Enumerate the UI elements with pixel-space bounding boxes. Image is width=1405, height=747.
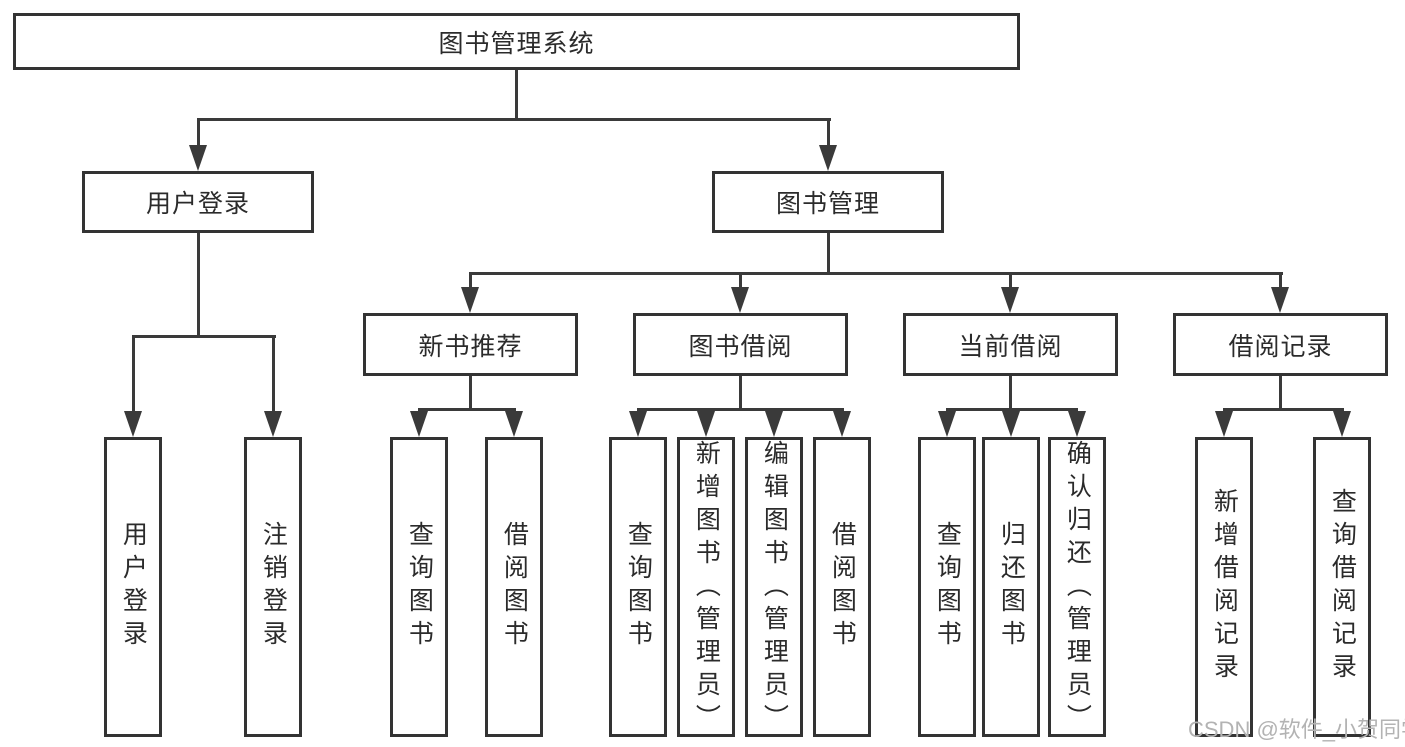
connector-stem	[1009, 272, 1012, 292]
arrowhead-down	[505, 411, 523, 437]
node-label: 用户登录	[119, 521, 148, 653]
node-label: 借阅图书	[828, 521, 857, 653]
arrowhead-down	[938, 411, 956, 437]
csdn-watermark: CSDN @软件_小贺同学	[1188, 717, 1405, 742]
node-root: 图书管理系统	[13, 13, 1020, 70]
node-label: 归还图书	[997, 521, 1026, 653]
node-label: 用户登录	[145, 190, 250, 218]
arrowhead-down	[1068, 411, 1086, 437]
connector-stem	[1279, 376, 1282, 408]
node-label: 图书借阅	[688, 332, 793, 361]
node-label: 确认归还（管理员）	[1063, 440, 1092, 737]
arrowhead-down	[765, 411, 783, 437]
leaf-add-books-admin: 新增图书（管理员）	[677, 437, 735, 737]
connector-stem	[469, 376, 472, 408]
arrowhead-down	[189, 145, 207, 171]
node-new-book-recommend: 新书推荐	[363, 313, 578, 376]
connector-book-mgmt-stem	[827, 233, 830, 275]
arrowhead-down	[697, 411, 715, 437]
node-book-management: 图书管理	[712, 171, 944, 233]
leaf-borrow-books: 借阅图书	[485, 437, 543, 737]
node-label: 查询借阅记录	[1328, 488, 1357, 686]
node-current-borrow: 当前借阅	[903, 313, 1118, 376]
leaf-return-books: 归还图书	[982, 437, 1040, 737]
connector-stem	[197, 118, 200, 150]
arrowhead-down	[461, 287, 479, 313]
node-label: 新增图书（管理员）	[692, 440, 721, 737]
connector-stem	[739, 272, 742, 292]
connector-group-bar	[946, 408, 1078, 411]
leaf-logout: 注销登录	[244, 437, 302, 737]
connector-stem	[469, 272, 472, 292]
connector-group-bar	[637, 408, 844, 411]
node-label: 新书推荐	[418, 332, 523, 361]
arrowhead-down	[1002, 411, 1020, 437]
connector-stem	[739, 376, 742, 408]
connector-stem	[1279, 272, 1282, 292]
connector-level2-bar	[197, 118, 831, 121]
node-book-borrow: 图书借阅	[633, 313, 848, 376]
connector-root-stem	[515, 70, 518, 118]
connector-user-login-bar	[132, 335, 276, 338]
node-label: 当前借阅	[958, 332, 1063, 361]
connector-level3-bar	[469, 272, 1283, 275]
leaf-borrow-books: 借阅图书	[813, 437, 871, 737]
node-label: 查询图书	[933, 521, 962, 653]
connector-stem	[827, 118, 830, 150]
arrowhead-down	[264, 411, 282, 437]
node-label: 图书管理	[775, 190, 880, 218]
leaf-confirm-return-admin: 确认归还（管理员）	[1048, 437, 1106, 737]
arrowhead-down	[629, 411, 647, 437]
leaf-edit-books-admin: 编辑图书（管理员）	[745, 437, 803, 737]
node-borrow-records: 借阅记录	[1173, 313, 1388, 376]
leaf-query-books: 查询图书	[609, 437, 667, 737]
node-label: 查询图书	[624, 521, 653, 653]
node-user-login: 用户登录	[82, 171, 314, 233]
connector-group-bar	[418, 408, 516, 411]
leaf-query-books: 查询图书	[918, 437, 976, 737]
leaf-add-borrow-record: 新增借阅记录	[1195, 437, 1253, 737]
connector-user-login-stem	[197, 233, 200, 335]
arrowhead-down	[731, 287, 749, 313]
leaf-query-books: 查询图书	[390, 437, 448, 737]
node-label: 图书管理系统	[438, 29, 595, 58]
node-label: 编辑图书（管理员）	[760, 440, 789, 737]
arrowhead-down	[124, 411, 142, 437]
node-label: 新增借阅记录	[1210, 488, 1239, 686]
arrowhead-down	[1215, 411, 1233, 437]
connector-group-bar	[1223, 408, 1344, 411]
leaf-user-login: 用户登录	[104, 437, 162, 737]
leaf-query-borrow-record: 查询借阅记录	[1313, 437, 1371, 737]
arrowhead-down	[1271, 287, 1289, 313]
connector-stem	[272, 335, 275, 413]
arrowhead-down	[833, 411, 851, 437]
node-label: 借阅图书	[500, 521, 529, 653]
connector-stem	[132, 335, 135, 413]
node-label: 查询图书	[405, 521, 434, 653]
connector-stem	[1009, 376, 1012, 408]
arrowhead-down	[819, 145, 837, 171]
arrowhead-down	[1001, 287, 1019, 313]
node-label: 注销登录	[259, 521, 288, 653]
node-label: 借阅记录	[1228, 332, 1333, 361]
arrowhead-down	[1333, 411, 1351, 437]
arrowhead-down	[410, 411, 428, 437]
